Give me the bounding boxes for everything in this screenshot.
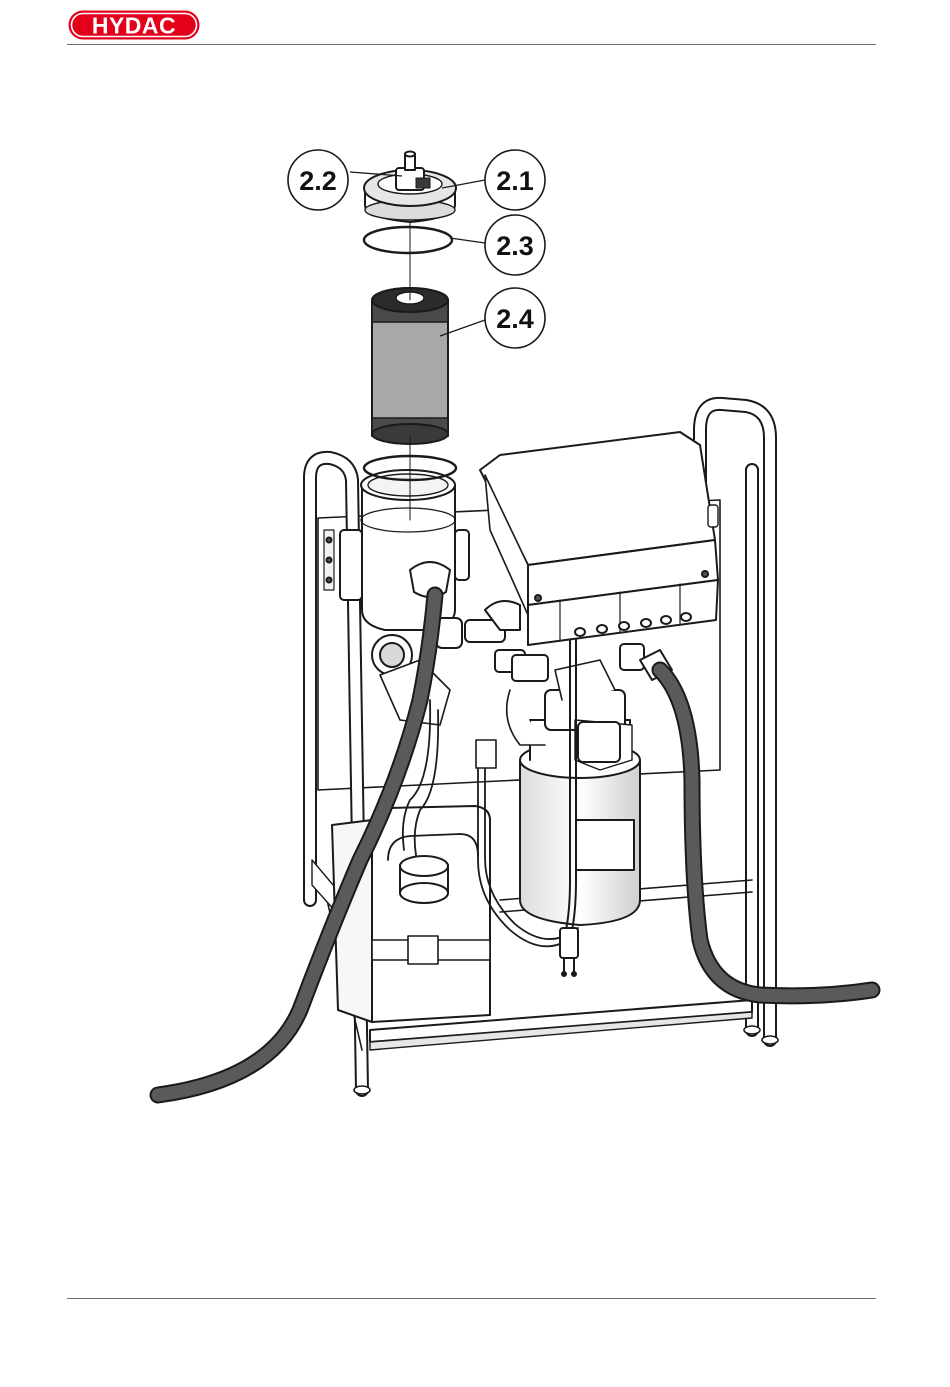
o-ring — [364, 227, 452, 253]
oil-canister — [332, 806, 490, 1022]
callout-label: 2.3 — [496, 231, 534, 261]
footer-divider — [67, 1298, 876, 1299]
callout-2-3: 2.3 — [485, 215, 545, 275]
callout-label: 2.4 — [496, 304, 534, 334]
callout-2-2: 2.2 — [288, 150, 348, 210]
callout-2-4: 2.4 — [485, 288, 545, 348]
filter-element — [372, 288, 448, 444]
callout-label: 2.1 — [496, 166, 534, 196]
housing-cover — [364, 152, 456, 223]
callout-label: 2.2 — [299, 166, 337, 196]
callout-2-1: 2.1 — [485, 150, 545, 210]
